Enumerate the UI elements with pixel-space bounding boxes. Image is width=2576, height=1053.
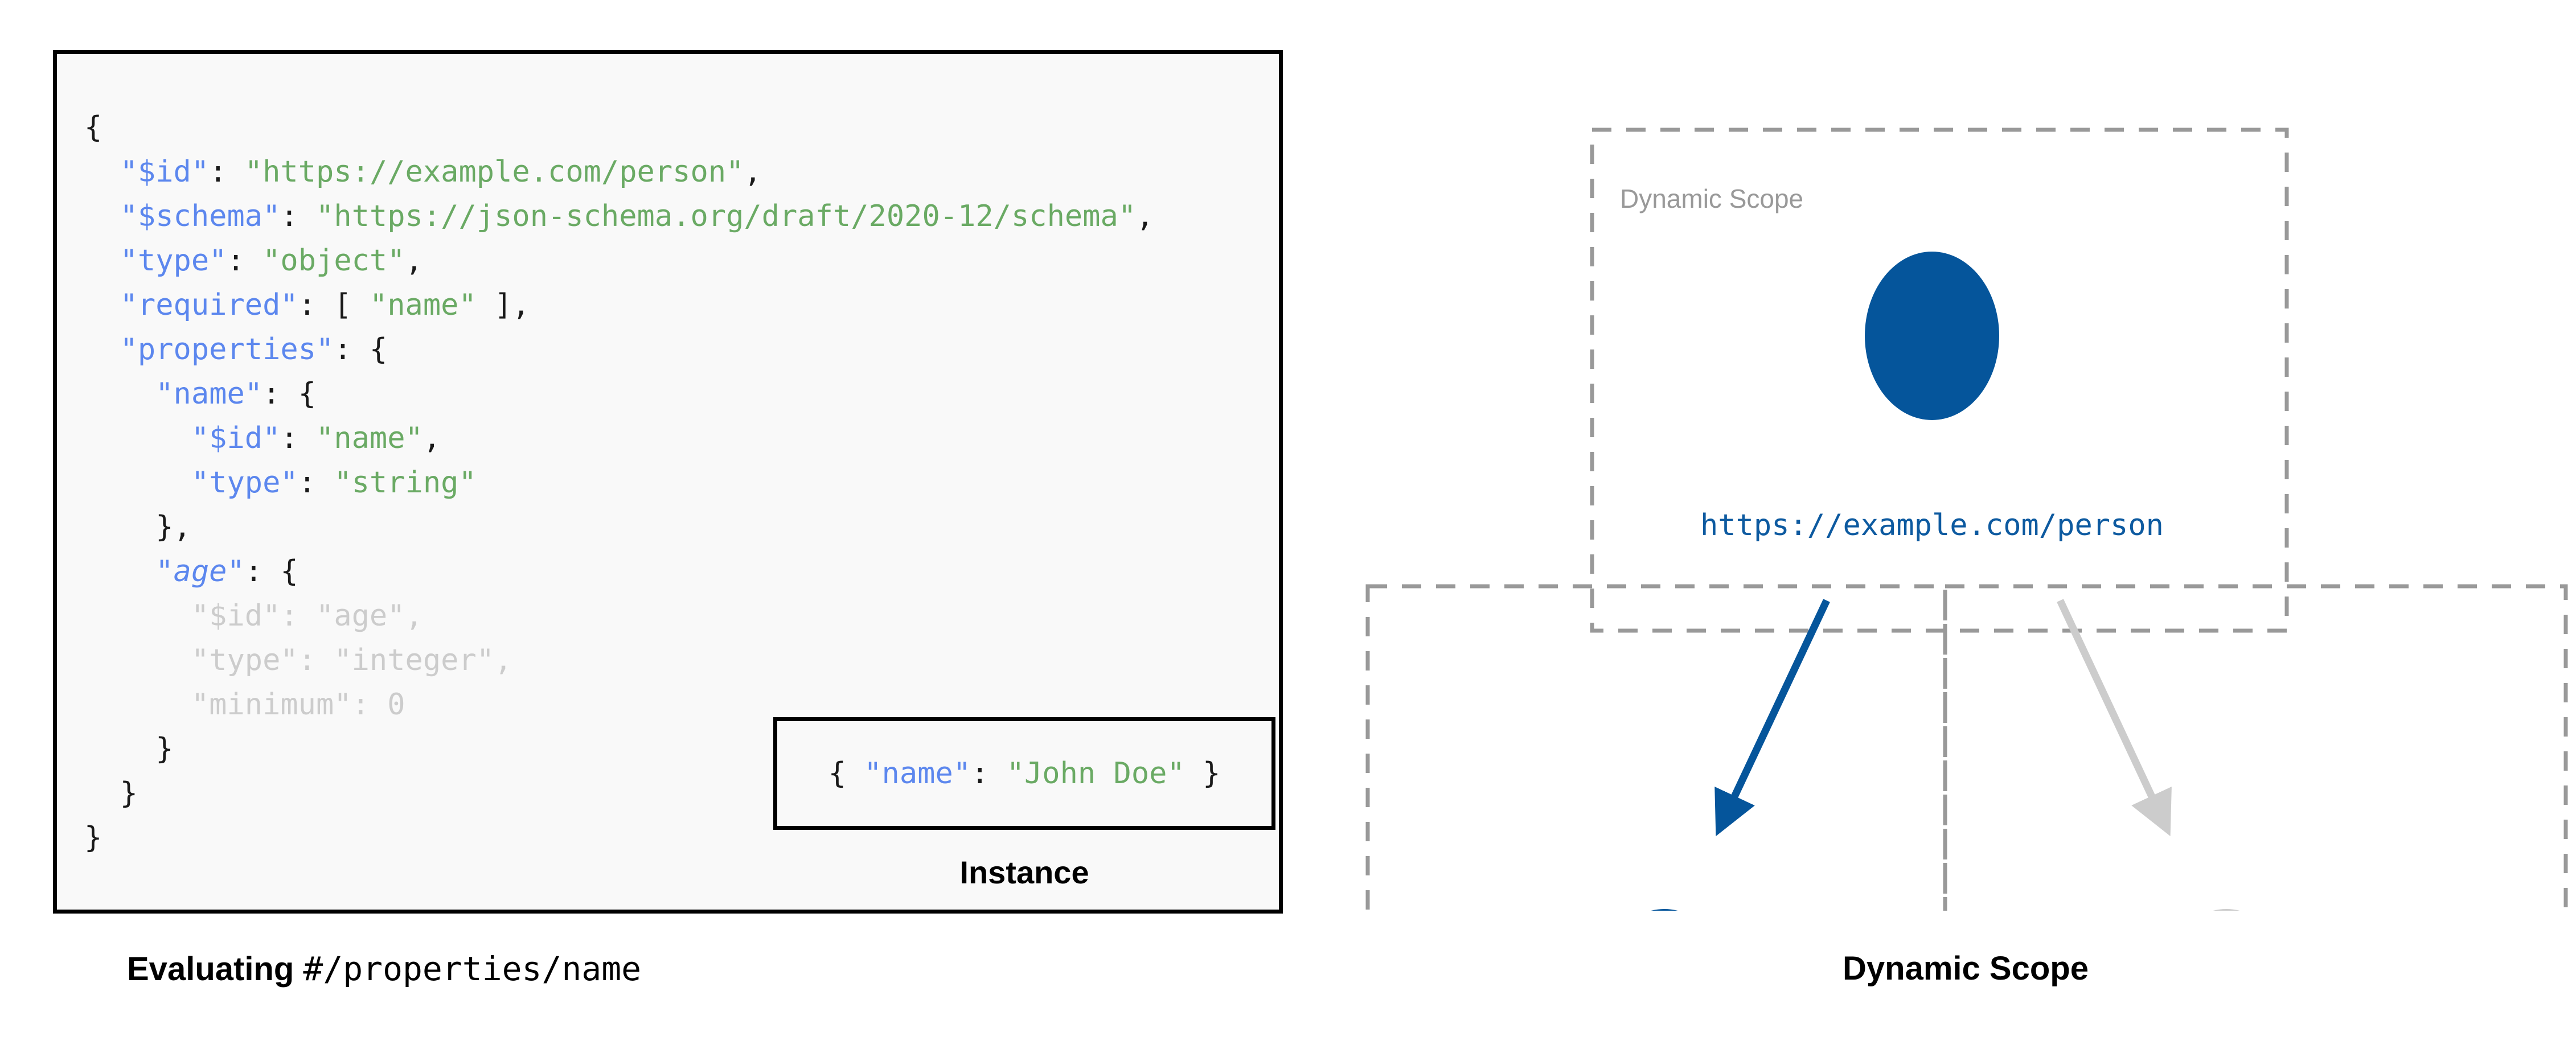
- code-line: "required": [ "name" ],: [84, 283, 1154, 327]
- node-age-circle[interactable]: [2159, 909, 2294, 911]
- code-token: : 0: [351, 688, 405, 722]
- right-panel-caption: Dynamic Scope: [1843, 950, 2089, 987]
- code-token: "type": [120, 244, 227, 278]
- code-token: "name": [864, 756, 971, 791]
- scope-box-label: Dynamic Scope: [1620, 184, 1803, 213]
- code-token: ],: [476, 288, 530, 322]
- code-token: ,: [405, 244, 423, 278]
- code-line: }: [84, 816, 1154, 860]
- code-token: [84, 466, 191, 500]
- code-token: "John Doe": [1006, 756, 1185, 791]
- code-token: : {: [262, 377, 316, 411]
- code-token: :: [280, 599, 317, 633]
- code-token: {: [828, 756, 864, 791]
- schema-code-listing: { "$id": "https://example.com/person", "…: [84, 105, 1154, 860]
- code-token: "string": [334, 466, 477, 500]
- edge-person-to-name: [1714, 599, 1830, 837]
- left-panel-caption: Evaluating #/properties/name: [53, 949, 1283, 988]
- code-line: "$id": "https://example.com/person",: [84, 150, 1154, 194]
- code-token: }: [1184, 756, 1221, 791]
- code-token: "https://json-schema.org/draft/2020-12/s…: [316, 199, 1137, 233]
- code-token: :: [298, 643, 334, 677]
- code-token: }: [84, 732, 174, 766]
- node-name-circle[interactable]: [1597, 909, 1732, 911]
- code-line: "$id": "age",: [84, 594, 1154, 638]
- code-token: [84, 377, 155, 411]
- code-line: "properties": {: [84, 327, 1154, 372]
- code-line: "minimum": 0: [84, 682, 1154, 727]
- code-line: "type": "object",: [84, 238, 1154, 283]
- code-token: :: [209, 155, 245, 189]
- code-token: : [: [298, 288, 370, 322]
- code-token: "$id": [120, 155, 210, 189]
- code-token: }: [84, 776, 138, 811]
- code-token: ,: [744, 155, 762, 189]
- code-token: "https://example.com/person": [244, 155, 744, 189]
- scope-box-person: [1590, 127, 2289, 633]
- code-token: [84, 199, 120, 233]
- code-token: "integer": [334, 643, 495, 677]
- code-token: {: [84, 110, 102, 145]
- code-token: ,: [1136, 199, 1154, 233]
- code-line: "name": {: [84, 372, 1154, 416]
- code-line: "type": "integer",: [84, 638, 1154, 682]
- node-person-circle[interactable]: [1865, 252, 1999, 420]
- code-line: },: [84, 505, 1154, 549]
- code-token: }: [84, 821, 102, 855]
- code-line: "$schema": "https://json-schema.org/draf…: [84, 194, 1154, 238]
- code-line: "age": {: [84, 549, 1154, 594]
- left-caption-pointer: #/properties/name: [303, 949, 642, 988]
- code-token: "age": [155, 554, 245, 589]
- code-token: "properties": [120, 332, 334, 367]
- instance-caption: Instance: [959, 854, 1089, 890]
- code-token: :: [227, 244, 263, 278]
- code-token: [84, 244, 120, 278]
- code-token: "required": [120, 288, 298, 322]
- code-token: :: [280, 199, 317, 233]
- code-token: [84, 554, 155, 589]
- code-token: :: [971, 756, 1007, 791]
- schema-code-panel: { "$id": "https://example.com/person", "…: [53, 50, 1283, 914]
- code-token: [84, 288, 120, 322]
- code-token: [84, 155, 120, 189]
- code-token: :: [298, 466, 334, 500]
- code-token: [84, 421, 191, 455]
- dynamic-scope-diagram: Dynamic Scope https://example.com/person…: [1355, 85, 2576, 911]
- diagram-svg: Dynamic Scope https://example.com/person…: [1365, 127, 2568, 911]
- code-line: {: [84, 105, 1154, 150]
- code-token: ,: [423, 421, 441, 455]
- node-person-label: https://example.com/person: [1700, 508, 2164, 542]
- code-token: "minimum": [191, 688, 352, 722]
- code-token: ,: [494, 643, 512, 677]
- code-token: [84, 599, 191, 633]
- code-token: "$schema": [120, 199, 281, 233]
- code-token: "object": [262, 244, 405, 278]
- code-token: "$id": [191, 599, 281, 633]
- instance-box: { "name": "John Doe" }: [773, 717, 1275, 830]
- code-token: ,: [405, 599, 423, 633]
- left-caption-bold: Evaluating: [127, 951, 294, 988]
- code-line: }: [84, 727, 1154, 771]
- scope-box-age: [1943, 584, 2568, 911]
- code-token: : {: [244, 554, 298, 589]
- code-token: "type": [191, 643, 298, 677]
- scope-box-name: [1365, 584, 1947, 911]
- code-token: "name": [369, 288, 477, 322]
- code-token: [84, 332, 120, 367]
- edge-person-to-age: [2057, 599, 2172, 837]
- code-line: "$id": "name",: [84, 416, 1154, 460]
- code-line: }: [84, 771, 1154, 816]
- code-token: "type": [191, 466, 298, 500]
- code-token: "age": [316, 599, 405, 633]
- code-token: "name": [316, 421, 423, 455]
- code-line: "type": "string": [84, 460, 1154, 505]
- code-token: },: [84, 510, 191, 544]
- code-token: [84, 688, 191, 722]
- code-token: : {: [334, 332, 388, 367]
- code-token: "$id": [191, 421, 281, 455]
- code-token: [84, 643, 191, 677]
- code-token: :: [280, 421, 317, 455]
- code-token: "name": [155, 377, 263, 411]
- instance-code: { "name": "John Doe" }: [828, 756, 1221, 791]
